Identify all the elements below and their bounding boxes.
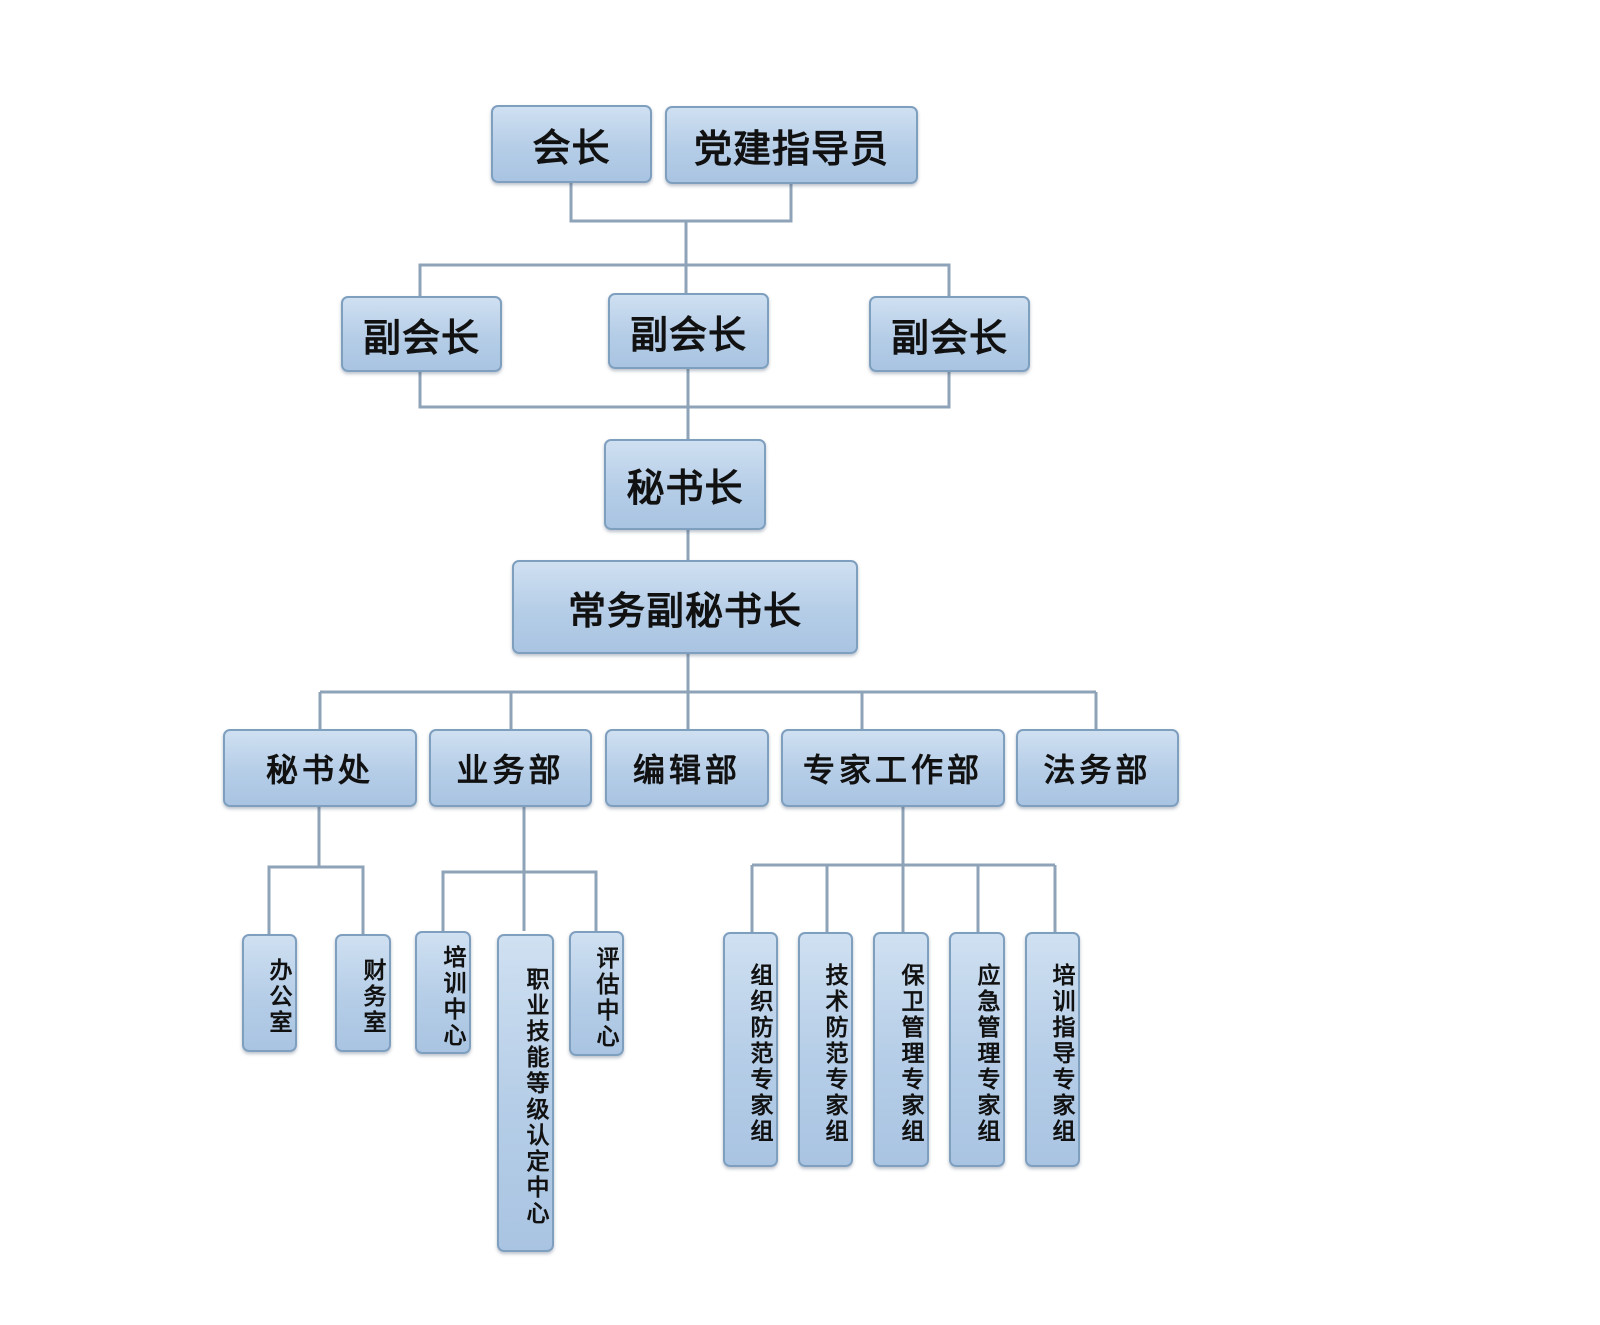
box-expert-group-4: 应急管理专家组 [949, 932, 1005, 1167]
connector-vice-upper [418, 263, 951, 296]
box-expert-group-5: 培训指导专家组 [1025, 932, 1080, 1167]
connector-top [569, 180, 793, 223]
box-dept-business: 业务部 [429, 729, 592, 807]
connector-vice-lower [418, 370, 951, 409]
box-expert-group-1: 组织防范专家组 [723, 932, 778, 1167]
box-expert-group-2: 技术防范专家组 [798, 932, 853, 1167]
box-unit-office: 办公室 [242, 934, 297, 1052]
box-unit-training-center: 培训中心 [415, 931, 471, 1054]
box-dept-editorial: 编辑部 [605, 729, 769, 807]
box-exec-deputy: 常务副秘书长 [512, 560, 858, 654]
box-secretary-general: 秘书长 [604, 439, 766, 530]
box-dept-expert: 专家工作部 [781, 729, 1005, 807]
box-expert-group-3: 保卫管理专家组 [873, 932, 929, 1167]
box-unit-assessment-center: 评估中心 [569, 931, 624, 1056]
box-vice-chairman-3: 副会长 [869, 296, 1030, 372]
box-vice-chairman-2: 副会长 [608, 293, 769, 369]
box-unit-finance: 财务室 [335, 934, 391, 1052]
box-dept-secretariat: 秘书处 [223, 729, 417, 807]
connector-sec-units [267, 865, 365, 934]
box-party-guide: 党建指导员 [665, 106, 918, 184]
box-vice-chairman-1: 副会长 [341, 296, 502, 372]
box-dept-legal: 法务部 [1016, 729, 1179, 807]
box-unit-skill-center: 职业技能等级认定中心 [497, 934, 554, 1252]
box-chairman: 会长 [491, 105, 652, 183]
connector-bus-units [441, 870, 598, 931]
